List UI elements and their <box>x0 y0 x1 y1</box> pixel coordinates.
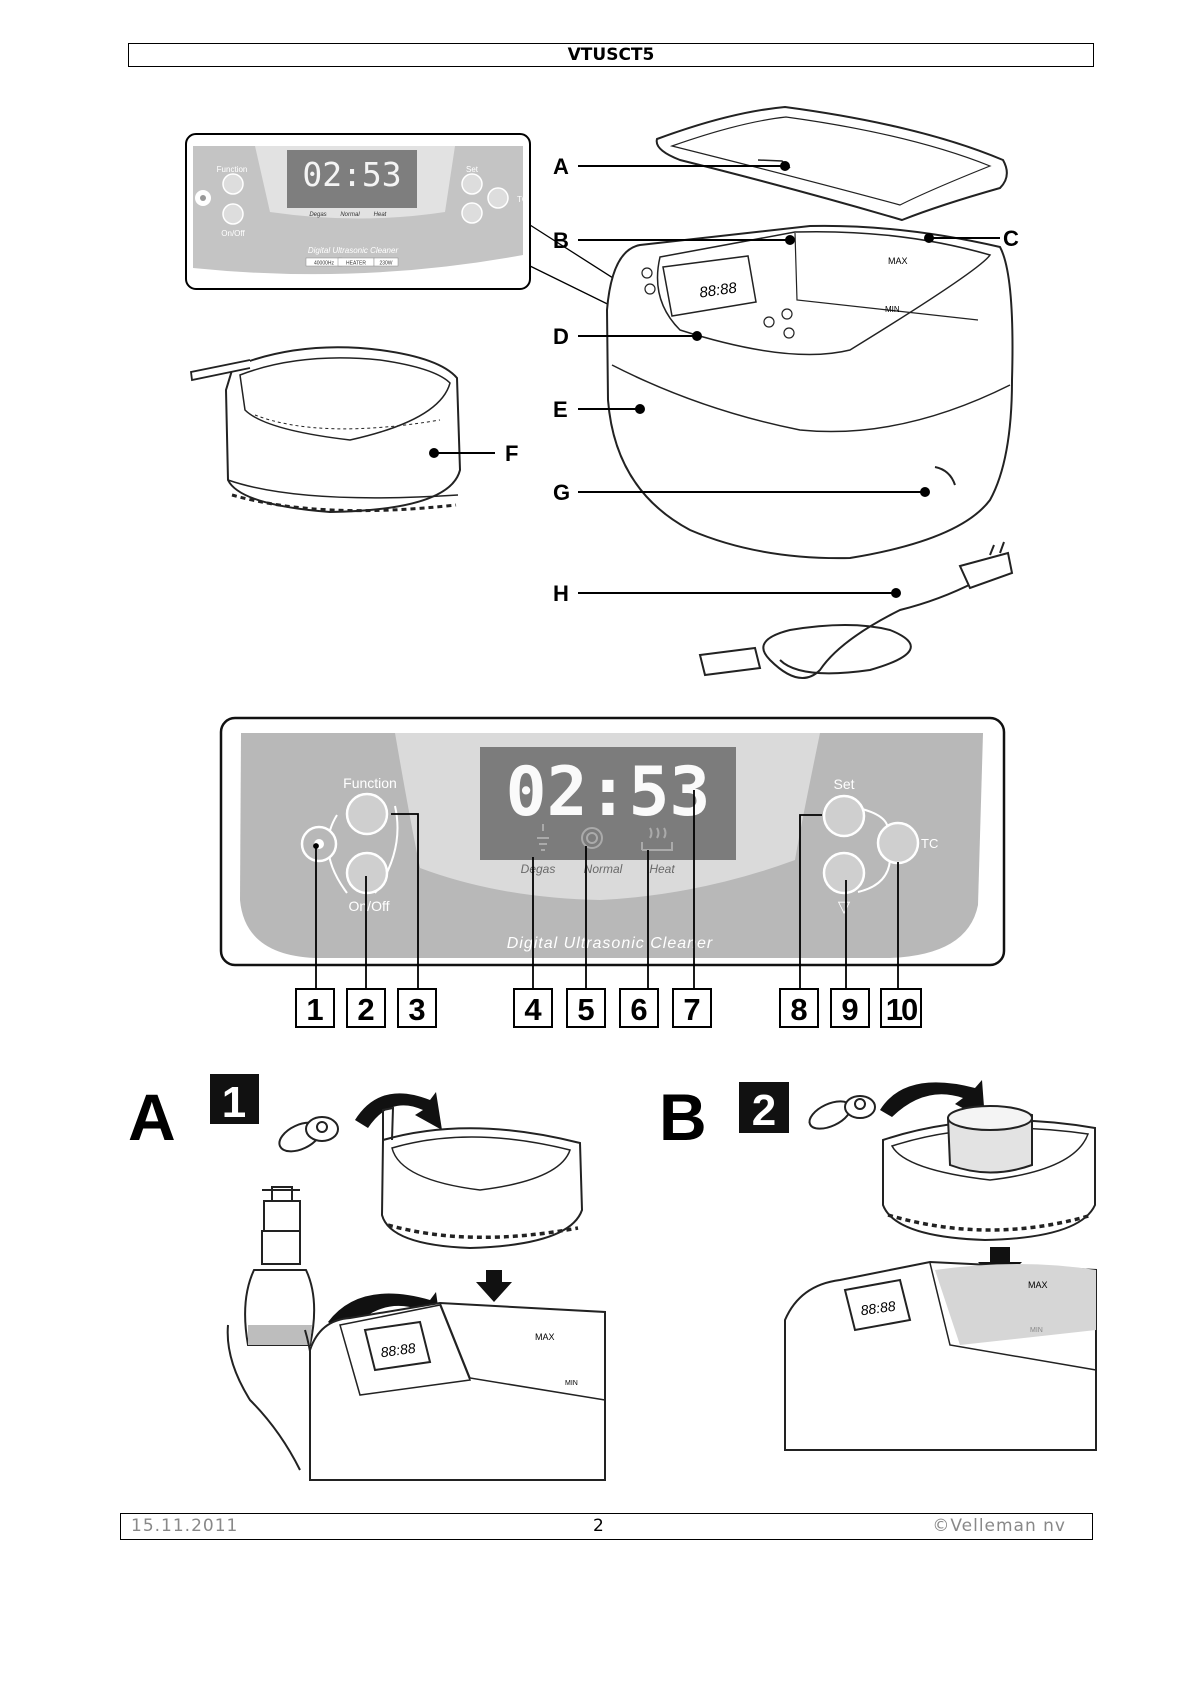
number-8: 8 <box>790 992 807 1027</box>
inset-tc-label: TC <box>517 195 528 204</box>
step-b-max: MAX <box>1028 1280 1048 1290</box>
callout-h: H <box>553 581 569 606</box>
onoff-button[interactable] <box>347 853 387 893</box>
tc-label: TC <box>921 836 938 851</box>
number-3: 3 <box>408 992 425 1027</box>
number-4: 4 <box>524 992 542 1027</box>
tank-min-label: MIN <box>885 305 900 314</box>
step-a-letter: A <box>128 1080 176 1154</box>
number-1: 1 <box>306 992 323 1027</box>
panel-display: 02:53 <box>506 753 711 832</box>
step-a-max: MAX <box>535 1332 555 1342</box>
product-overview-figure: 02:53 Degas Normal Heat Function On/Off … <box>0 80 1192 780</box>
usage-steps-figure: A 1 <box>0 1060 1192 1500</box>
tc-button[interactable] <box>878 823 918 863</box>
lid-illustration <box>657 107 1007 220</box>
degas-label: Degas <box>521 862 556 876</box>
inset-set-label: Set <box>466 165 479 174</box>
step-a: A 1 <box>128 1074 605 1480</box>
down-symbol: ▽ <box>838 899 851 916</box>
power-cord-illustration <box>700 542 1012 678</box>
number-7: 7 <box>683 992 700 1027</box>
footer-date: 15.11.2011 <box>131 1514 238 1539</box>
footer-page-number: 2 <box>593 1514 604 1539</box>
down-button[interactable] <box>824 853 864 893</box>
step-a-min: MIN <box>565 1380 578 1387</box>
function-label: Function <box>343 775 397 791</box>
number-9: 9 <box>841 992 858 1027</box>
step-a-number: 1 <box>222 1078 246 1127</box>
inset-spec-watt: 230W <box>379 261 392 267</box>
panel-number-boxes: 1 2 3 4 5 6 7 8 9 10 <box>296 989 921 1027</box>
number-2: 2 <box>357 992 374 1027</box>
callout-d: D <box>553 324 569 349</box>
inset-spec-hz: 40000Hz <box>314 261 335 267</box>
page-header: VTUSCT5 <box>128 43 1094 67</box>
inset-spec-heater: HEATER <box>346 261 366 267</box>
step-b: B 2 88:88 MAX MIN <box>659 1080 1096 1450</box>
tank-max-label: MAX <box>888 256 908 266</box>
callout-g: G <box>553 480 570 505</box>
callout-f: F <box>505 441 518 466</box>
cleaner-body-illustration: MAX MIN 88:88 <box>607 226 1013 558</box>
inset-function-label: Function <box>217 165 248 174</box>
page-footer: 15.11.2011 2 ©Velleman nv <box>120 1513 1093 1540</box>
inset-brand: Digital Ultrasonic Cleaner <box>308 246 399 255</box>
control-panel-figure: 02:53 Degas Normal Heat Function On/Off … <box>0 710 1192 1030</box>
callout-a: A <box>553 154 569 179</box>
footer-copyright: ©Velleman nv <box>932 1514 1066 1539</box>
step-b-number: 2 <box>752 1086 776 1135</box>
inset-control-panel: 02:53 Degas Normal Heat Function On/Off … <box>186 134 660 320</box>
panel-brand: Digital Ultrasonic Cleaner <box>507 935 714 952</box>
callout-b: B <box>553 228 569 253</box>
inset-normal-label: Normal <box>340 212 360 218</box>
callout-e: E <box>553 397 568 422</box>
set-label: Set <box>833 776 854 792</box>
page-title: VTUSCT5 <box>568 45 655 65</box>
number-5: 5 <box>577 992 594 1027</box>
inset-heat-label: Heat <box>374 212 387 218</box>
basket-illustration <box>191 347 460 512</box>
inset-onoff-label: On/Off <box>221 229 245 238</box>
step-b-letter: B <box>659 1080 707 1154</box>
set-button[interactable] <box>824 796 864 836</box>
inset-display: 02:53 <box>302 155 401 194</box>
step-b-min: MIN <box>1030 1327 1043 1334</box>
onoff-label: On/Off <box>349 898 390 914</box>
inset-degas-label: Degas <box>309 212 326 218</box>
callout-c: C <box>1003 226 1019 251</box>
normal-label: Normal <box>584 862 623 876</box>
heat-label: Heat <box>649 862 675 876</box>
number-6: 6 <box>630 992 647 1027</box>
function-button[interactable] <box>347 794 387 834</box>
number-10: 10 <box>886 992 917 1027</box>
